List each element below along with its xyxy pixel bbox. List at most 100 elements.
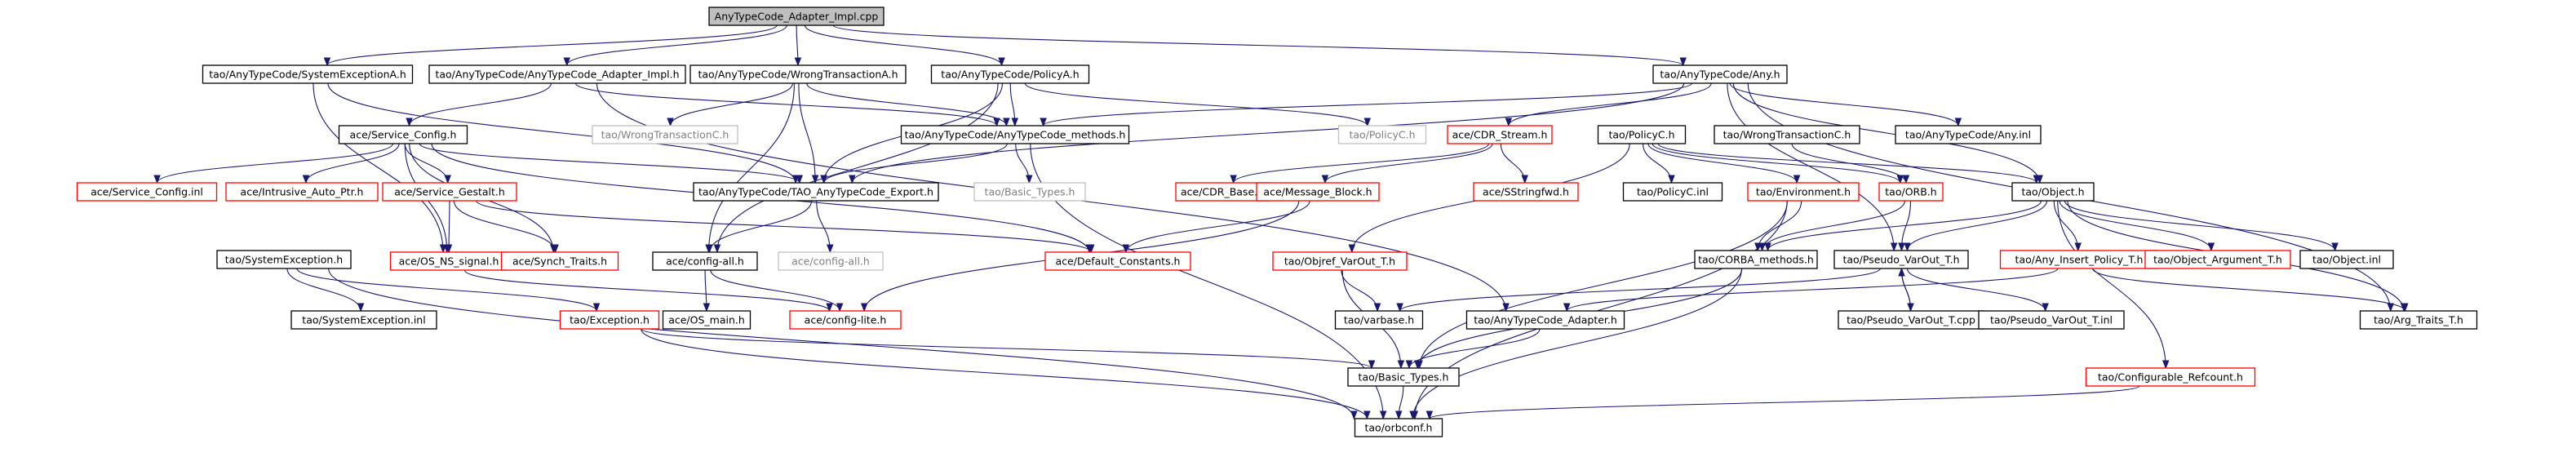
node-ace-cdr-stream-h[interactable]: ace/CDR_Stream.h xyxy=(1447,125,1553,144)
edge-line xyxy=(1414,200,1788,419)
edge-cdrstream-to-msgblock xyxy=(1321,143,1493,184)
node-tao-orb-h[interactable]: tao/ORB.h xyxy=(1878,182,1944,202)
node-box xyxy=(559,310,660,330)
node-box xyxy=(2359,310,2478,330)
node-label: ace/OS_main.h xyxy=(668,314,745,326)
node-label: ace/Message_Block.h xyxy=(1263,186,1372,198)
edge-pseudovarout-to-pseudoinl xyxy=(1906,268,2049,313)
edge-configrefcount-to-orbconf xyxy=(1425,385,2140,420)
node-tao-pseudo-varout-t-inl[interactable]: tao/Pseudo_VarOut_T.inl xyxy=(1978,310,2125,330)
node-ace-os-ns-signal-h[interactable]: ace/OS_NS_signal.h xyxy=(389,251,508,271)
node-tao-pseudo-varout-t-h[interactable]: tao/Pseudo_VarOut_T.h xyxy=(1833,250,1969,269)
arrowhead xyxy=(1898,242,1905,252)
edge-wrongA-to-methods xyxy=(806,82,1010,127)
arrowhead xyxy=(2401,303,2409,313)
node-tao-anytypecode-anytypecode-adapter-impl-h[interactable]: tao/AnyTypeCode/AnyTypeCode_Adapter_Impl… xyxy=(428,64,686,84)
node-box xyxy=(76,182,218,202)
node-ace-service-gestalt-h[interactable]: ace/Service_Gestalt.h xyxy=(382,182,517,202)
edge-pseudocpp-to-pseudovarout xyxy=(1898,267,1912,312)
edge-svcconfig-to-gestalt xyxy=(404,143,451,184)
node-ace-config-all-h[interactable]: ace/config-all.h xyxy=(652,251,758,271)
node-tao-corba-methods-h[interactable]: tao/CORBA_methods.h xyxy=(1694,250,1818,269)
edge-sysexc-to-exceptionh xyxy=(296,268,601,313)
node-tao-anytypecode-systemexceptiona-h[interactable]: tao/AnyTypeCode/SystemExceptionA.h xyxy=(202,64,414,84)
node-label: tao/SystemException.h xyxy=(225,254,343,266)
edge-line xyxy=(1729,82,1959,126)
nodes-layer: AnyTypeCode_Adapter_Impl.cpptao/AnyTypeC… xyxy=(76,7,2478,437)
edge-sysexc-to-sysexcinl xyxy=(286,268,365,313)
node-label: ace/config-all.h xyxy=(666,255,744,268)
node-ace-config-lite-h[interactable]: ace/config-lite.h xyxy=(789,310,902,330)
node-ace-service-config-h[interactable]: ace/Service_Config.h xyxy=(338,125,468,144)
node-tao-anytypecode-wrongtransactiona-h[interactable]: tao/AnyTypeCode/WrongTransactionA.h xyxy=(689,64,907,84)
node-tao-object-argument-t-h[interactable]: tao/Object_Argument_T.h xyxy=(2144,250,2291,269)
edge-adapterimpl-to-svcconfig xyxy=(406,82,552,127)
node-tao-pseudo-varout-t-cpp[interactable]: tao/Pseudo_VarOut_T.cpp xyxy=(1838,310,1984,330)
node-ace-default-constants-h[interactable]: ace/Default_Constants.h xyxy=(1044,251,1191,271)
arrowhead xyxy=(1502,303,1510,313)
node-tao-anytypecode-tao-anytypecode-export-h[interactable]: tao/AnyTypeCode/TAO_AnyTypeCode_Export.h xyxy=(693,182,939,202)
node-tao-anytypecode-any-inl[interactable]: tao/AnyTypeCode/Any.inl xyxy=(1895,125,2042,144)
arrowhead xyxy=(1425,410,1434,420)
edge-line xyxy=(476,200,1092,253)
edge-anyh-to-anyinl xyxy=(1729,82,1962,127)
arrowhead xyxy=(1026,175,1033,184)
node-label: tao/ORB.h xyxy=(1885,186,1936,198)
node-ace-intrusive-auto-ptr-h[interactable]: ace/Intrusive_Auto_Ptr.h xyxy=(225,182,379,202)
node-box xyxy=(1652,64,1788,84)
node-box xyxy=(1622,182,1723,202)
node-tao-systemexception-inl[interactable]: tao/SystemException.inl xyxy=(290,310,437,330)
edge-line xyxy=(1429,385,2140,419)
arrowhead xyxy=(1230,175,1237,184)
node-ace-config-all-h-external: ace/config-all.h xyxy=(778,251,884,271)
edge-wrongA-to-export xyxy=(798,82,819,184)
node-tao-basic-types-h[interactable]: tao/Basic_Types.h xyxy=(1347,367,1460,387)
arrowhead xyxy=(1373,303,1381,313)
node-label: tao/AnyTypeCode/TAO_AnyTypeCode_Export.h xyxy=(698,186,933,198)
node-box xyxy=(652,251,758,271)
node-tao-objref-varout-t-h[interactable]: tao/Objref_VarOut_T.h xyxy=(1272,251,1408,271)
node-ace-os-main-h[interactable]: ace/OS_main.h xyxy=(662,310,752,330)
node-tao-policyc-inl[interactable]: tao/PolicyC.inl xyxy=(1622,182,1723,202)
node-tao-object-h[interactable]: tao/Object.h xyxy=(2011,182,2095,202)
node-tao-arg-traits-t-h[interactable]: tao/Arg_Traits_T.h xyxy=(2359,310,2478,330)
arrowhead xyxy=(2033,175,2041,184)
node-label: tao/AnyTypeCode/SystemExceptionA.h xyxy=(209,69,406,81)
node-box xyxy=(689,64,907,84)
node-tao-anytypecode-any-h[interactable]: tao/AnyTypeCode/Any.h xyxy=(1652,64,1788,84)
edge-methods-to-basictypesmiss xyxy=(1015,143,1033,184)
node-tao-object-inl[interactable]: tao/Object.inl xyxy=(2299,250,2394,269)
arrowhead xyxy=(849,175,856,184)
node-ace-service-config-inl[interactable]: ace/Service_Config.inl xyxy=(76,182,218,202)
node-tao-anytypecode-adapter-h[interactable]: tao/AnyTypeCode_Adapter.h xyxy=(1465,310,1625,330)
edge-objecth-to-objargument xyxy=(2059,200,2215,252)
arrowhead xyxy=(794,57,802,67)
node-tao-varbase-h[interactable]: tao/varbase.h xyxy=(1334,310,1424,330)
node-tao-policyc-h[interactable]: tao/PolicyC.h xyxy=(1597,125,1687,144)
edge-gestalt-to-defconst xyxy=(476,200,1095,254)
node-tao-orbconf-h[interactable]: tao/orbconf.h xyxy=(1354,418,1443,437)
node-tao-any-insert-policy-t-h[interactable]: tao/Any_Insert_Policy_T.h xyxy=(1999,250,2159,269)
edge-osnssignal-to-configlite xyxy=(463,269,833,313)
node-tao-systemexception-h[interactable]: tao/SystemException.h xyxy=(216,250,352,269)
node-tao-anytypecode-policya-h[interactable]: tao/AnyTypeCode/PolicyA.h xyxy=(930,64,1090,84)
edge-line xyxy=(1233,143,1489,184)
edge-line xyxy=(2059,200,2212,251)
node-ace-sstringfwd-h[interactable]: ace/SStringfwd.h xyxy=(1473,182,1579,202)
node-ace-message-block-h[interactable]: ace/Message_Block.h xyxy=(1256,182,1380,202)
node-tao-environment-h[interactable]: tao/Environment.h xyxy=(1747,182,1860,202)
node-tao-anytypecode-anytypecode-methods-h[interactable]: tao/AnyTypeCode/AnyTypeCode_methods.h xyxy=(900,125,1130,144)
node-tao-configurable-refcount-h[interactable]: tao/Configurable_Refcount.h xyxy=(2085,367,2256,387)
node-ace-synch-traits-h[interactable]: ace/Synch_Traits.h xyxy=(500,251,619,271)
arrowhead xyxy=(827,244,834,254)
node-tao-exception-h[interactable]: tao/Exception.h xyxy=(559,310,660,330)
edge-line xyxy=(1125,200,1310,253)
edge-pseudovarout-to-varbase xyxy=(1396,268,1881,313)
edge-wrongA-to-wrongC xyxy=(667,82,794,127)
arrowhead xyxy=(1122,244,1130,254)
node-ace-cdr-base-h[interactable]: ace/CDR_Base.h xyxy=(1175,182,1270,202)
arrowhead xyxy=(445,244,453,254)
node-tao-wrongtransactionc-h[interactable]: tao/WrongTransactionC.h xyxy=(1714,125,1860,144)
edge-wrongCt-to-orbh xyxy=(1791,143,1910,184)
arrowhead xyxy=(1395,410,1403,420)
